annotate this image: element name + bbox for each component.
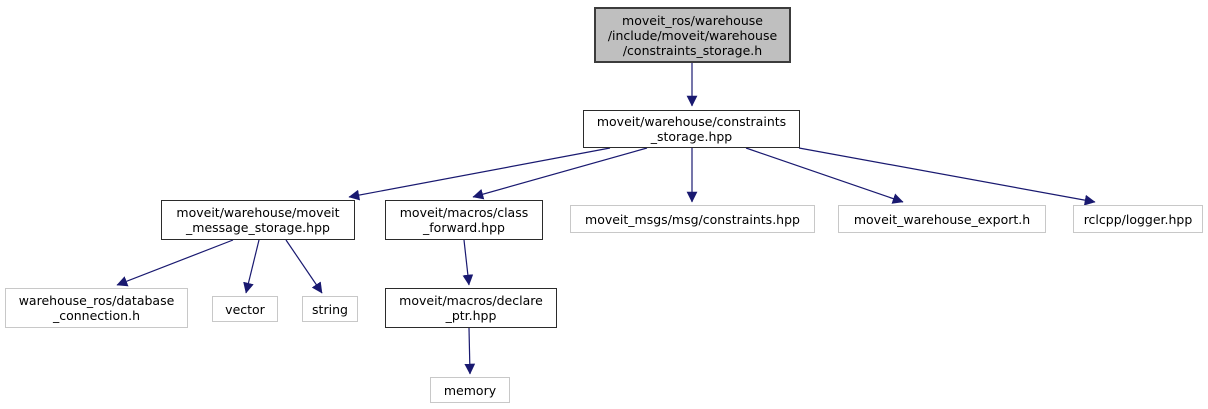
edge-hub-to-rclcpp-logger: [798, 147, 1096, 206]
graph-node-memory: memory: [430, 377, 510, 403]
graph-node-string: string: [302, 296, 358, 322]
graph-node-vector: vector: [212, 296, 278, 322]
graph-node-root-constraints-storage-h: moveit_ros/warehouse /include/moveit/war…: [594, 7, 791, 63]
graph-node-declare-ptr-hpp[interactable]: moveit/macros/declare _ptr.hpp: [385, 288, 557, 328]
graph-node-warehouse-ros-database-connection-h: warehouse_ros/database _connection.h: [5, 288, 188, 328]
edge-message-storage-to-vector: [243, 239, 260, 294]
edge-hub-to-warehouse-export: [745, 147, 904, 204]
graph-node-rclcpp-logger-hpp: rclcpp/logger.hpp: [1073, 205, 1203, 233]
edge-declare-ptr-to-memory: [464, 327, 476, 375]
edge-hub-to-message-storage: [348, 147, 611, 201]
edge-message-storage-to-database-connection: [116, 239, 234, 287]
graph-node-moveit-warehouse-export-h: moveit_warehouse_export.h: [838, 205, 1046, 233]
edge-class-forward-to-declare-ptr: [462, 239, 474, 286]
graph-node-constraints-storage-hpp[interactable]: moveit/warehouse/constraints _storage.hp…: [583, 110, 800, 148]
graph-node-class-forward-hpp[interactable]: moveit/macros/class _forward.hpp: [385, 200, 543, 240]
edge-hub-to-class-forward: [472, 147, 648, 200]
edge-message-storage-to-string: [285, 239, 323, 294]
graph-node-moveit-message-storage-hpp[interactable]: moveit/warehouse/moveit _message_storage…: [161, 200, 355, 240]
graph-node-moveit-msgs-constraints-hpp: moveit_msgs/msg/constraints.hpp: [570, 205, 815, 233]
